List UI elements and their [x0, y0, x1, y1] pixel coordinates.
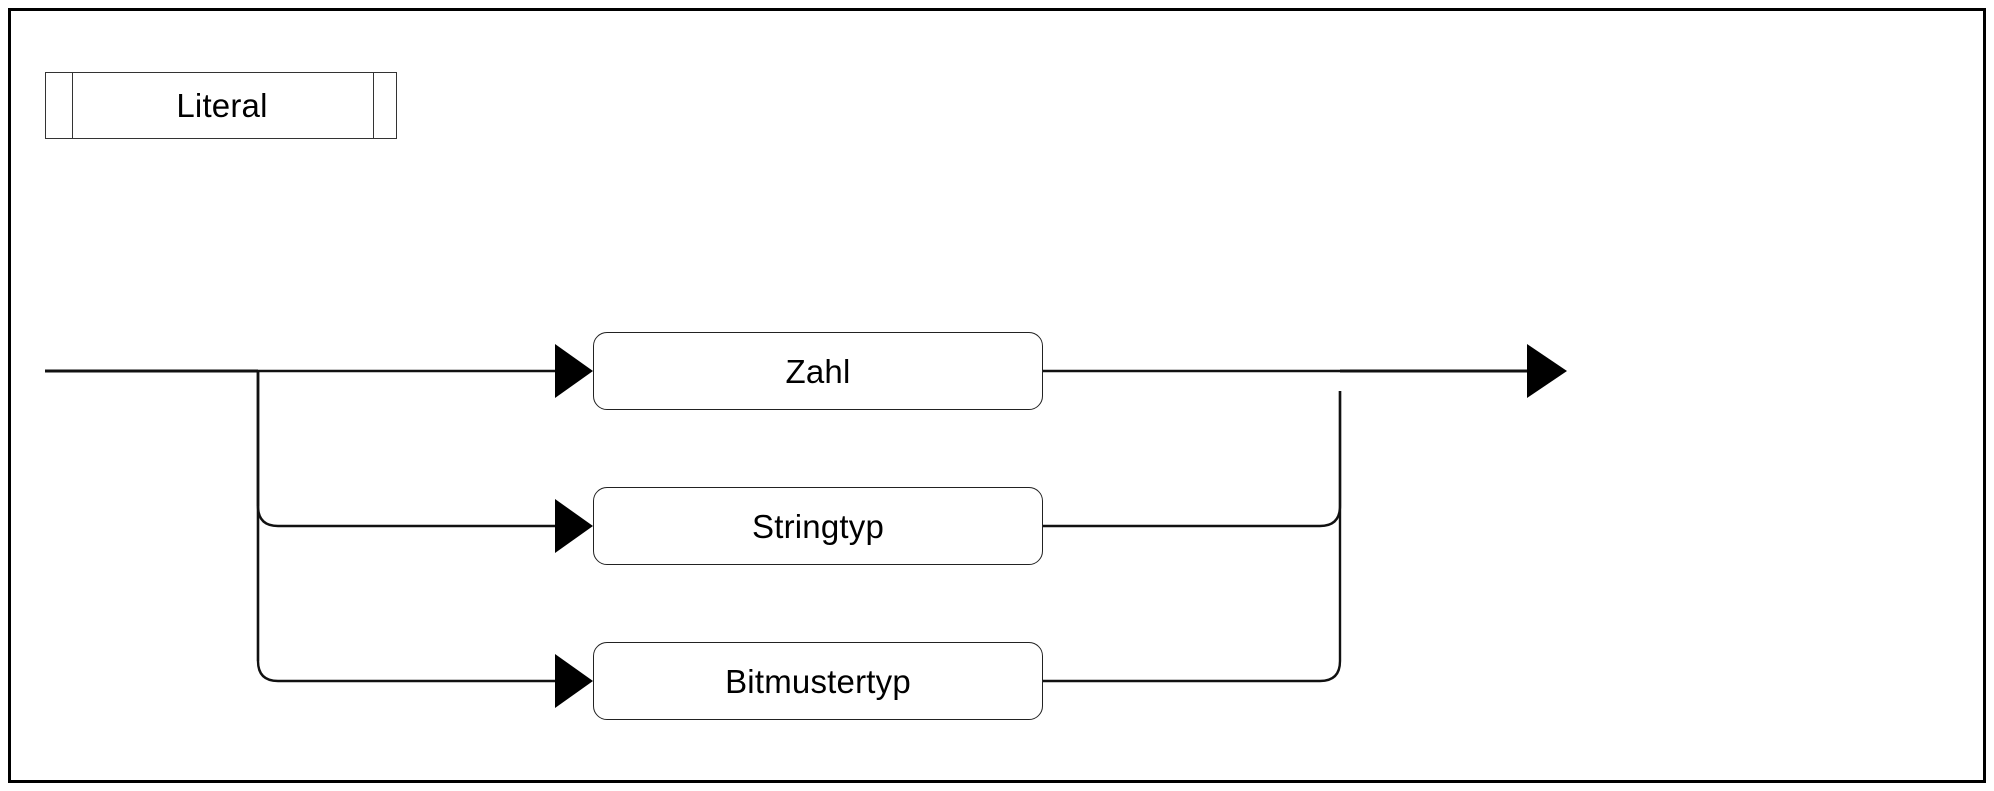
node-stringtyp[interactable]: Stringtyp [593, 487, 1043, 565]
rule-title-box: Literal [45, 72, 397, 139]
title-box-right-divider [373, 73, 374, 138]
node-zahl[interactable]: Zahl [593, 332, 1043, 410]
rule-title-label: Literal [176, 87, 268, 124]
node-stringtyp-label: Stringtyp [751, 507, 885, 545]
node-zahl-label: Zahl [785, 352, 851, 390]
node-bitmustertyp-label: Bitmustertyp [725, 662, 911, 700]
node-bitmustertyp[interactable]: Bitmustertyp [593, 642, 1043, 720]
title-box-left-divider [72, 73, 73, 138]
